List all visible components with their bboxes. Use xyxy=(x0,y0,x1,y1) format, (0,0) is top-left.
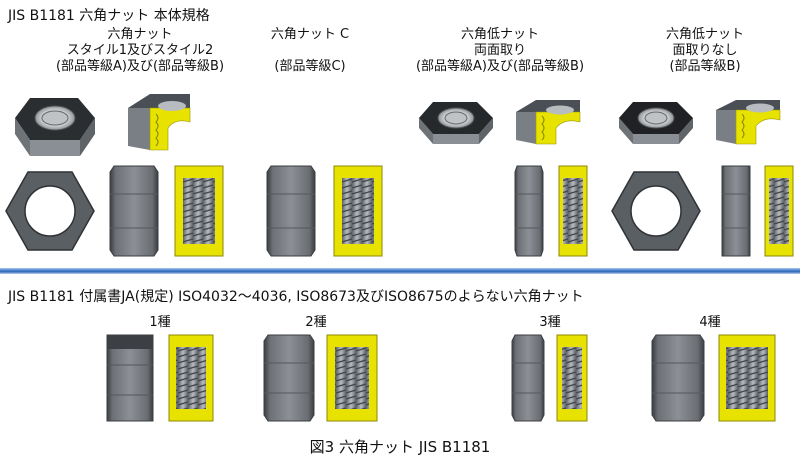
type-1-side-view xyxy=(106,334,154,422)
thin-nut-chamfered-cutaway-image xyxy=(516,100,581,145)
type-3-section-view xyxy=(556,334,588,422)
type-4-side-view xyxy=(651,334,705,422)
column-label-thin-nut-unchamfered: 六角低ナット 面取りなし (部品等級B) xyxy=(665,27,744,74)
hex-nut-3d-image xyxy=(15,98,95,156)
column-label-thin-nut-chamfered: 六角低ナット 両面取り (部品等級A)及び(部品等級B) xyxy=(415,27,585,74)
section-divider xyxy=(0,268,800,274)
column-label-hex-nut: 六角ナット スタイル1及びスタイル2 (部品等級A)及び(部品等級B) xyxy=(55,27,225,74)
bottom-section-title: JIS B1181 付属書JA(規定) ISO4032～4036, ISO867… xyxy=(8,289,584,305)
thin-nut-unchamfered-side-view xyxy=(721,165,751,257)
type-4-label: 4種 xyxy=(699,315,721,330)
thin-nut-unchamfered-cutaway-image xyxy=(716,100,781,145)
thin-nut-chamfered-side-view xyxy=(514,165,544,257)
hex-nut-c-section-view xyxy=(333,165,383,257)
column-label-hex-nut-c: 六角ナット C (部品等級C) xyxy=(270,27,350,74)
type-3-side-view xyxy=(511,334,545,422)
thin-nut-unchamfered-front-view xyxy=(611,171,701,251)
type-3-label: 3種 xyxy=(539,315,561,330)
hex-nut-side-view xyxy=(109,165,159,257)
figure-caption: 図3 六角ナット JIS B1181 xyxy=(309,438,491,456)
type-1-section-view xyxy=(168,334,214,422)
hex-nut-cutaway-image xyxy=(128,94,191,151)
type-2-section-view xyxy=(326,334,378,422)
type-4-section-view xyxy=(718,334,776,422)
top-section-title: JIS B1181 六角ナット 本体規格 xyxy=(8,8,210,24)
hex-nut-section-view xyxy=(174,165,224,257)
type-1-label: 1種 xyxy=(149,315,171,330)
hex-nut-front-view xyxy=(5,171,95,251)
type-2-label: 2種 xyxy=(305,315,327,330)
thin-nut-chamfered-section-view xyxy=(558,165,588,257)
thin-nut-unchamfered-3d-image xyxy=(619,102,693,144)
type-2-side-view xyxy=(263,334,315,422)
thin-nut-unchamfered-section-view xyxy=(764,165,794,257)
thin-nut-chamfered-3d-image xyxy=(419,102,493,144)
hex-nut-c-side-view xyxy=(266,165,316,257)
